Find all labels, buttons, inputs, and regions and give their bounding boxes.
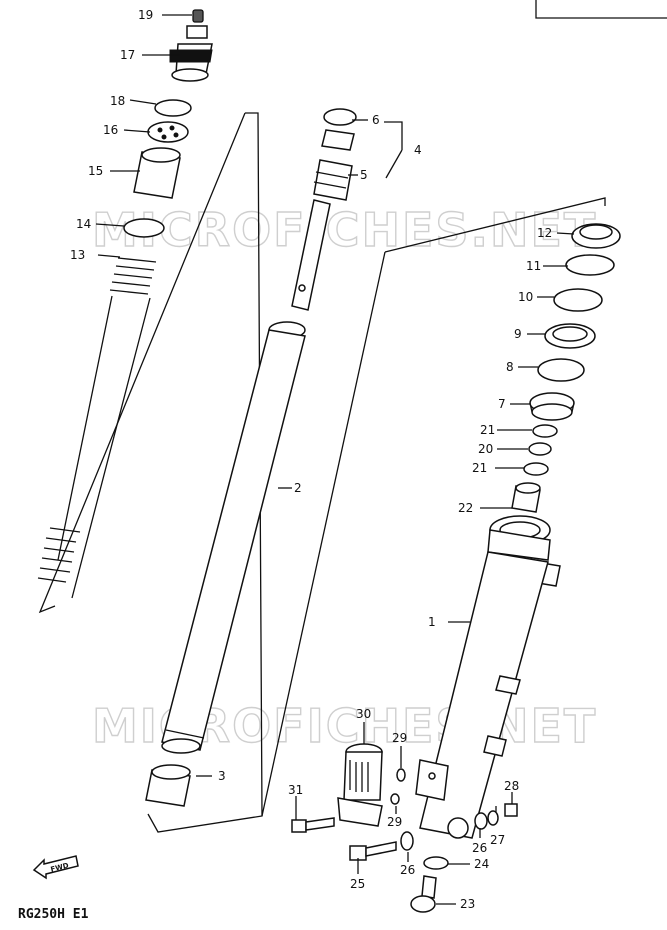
model-caption: RG250H E1 [18,907,89,922]
callout-21b: 21 [472,461,487,475]
callout-15: 15 [88,164,103,178]
callout-17: 17 [120,48,135,62]
leader-lines [95,14,575,905]
callout-4: 4 [414,143,422,157]
callout-29b: 29 [387,815,402,829]
part-29a-washer [396,768,406,782]
callout-28: 28 [504,779,519,793]
part-1-outer-tube [415,515,561,839]
part-16-plate [147,121,189,143]
part-15-spacer [133,147,181,199]
callout-21a: 21 [480,423,495,437]
part-23-bolt [410,875,437,913]
part-30-axle-holder [337,743,383,827]
part-2-inner-tube [161,321,306,754]
callout-12: 12 [537,226,552,240]
callout-23: 23 [460,897,475,911]
part-8-washer [537,358,585,382]
callout-25: 25 [350,877,365,891]
part-13-spring [37,257,157,599]
part-29b-washer [390,793,400,805]
part-31-bolt [291,817,335,833]
callout-11: 11 [526,259,541,273]
part-9-oil-seal [544,323,596,349]
part-24-gasket [423,856,449,870]
callout-3: 3 [218,769,226,783]
part-18-o-ring [154,99,192,117]
callout-27: 27 [490,833,505,847]
part-25-bolt [349,841,397,861]
callout-8: 8 [506,360,514,374]
part-11-circlip [565,254,615,276]
callout-16: 16 [103,123,118,137]
callout-24: 24 [474,857,489,871]
callout-29a: 29 [392,731,407,745]
callout-1: 1 [428,615,436,629]
callout-10: 10 [518,290,533,304]
group-outline-outer-tube-left [261,251,386,817]
part-22-cylinder-lock [511,482,541,513]
part-21a-washer [532,424,558,438]
part-7-guide-bush [529,392,575,421]
part-17-cap-valve [169,25,213,82]
callout-18: 18 [110,94,125,108]
watermark-top: MICROFICHES.NET [92,203,597,257]
part-20-washer [528,442,552,456]
callout-20: 20 [478,442,493,456]
part-26b-washer [474,812,488,830]
callout-2: 2 [294,481,302,495]
part-26a-washer [400,831,414,851]
part-3-bush [145,764,191,807]
group-outline-spring [38,112,246,614]
fwd-direction-badge: FWD [32,855,79,880]
callout-labels: 19 17 18 16 15 14 13 2 3 6 4 5 1 12 11 1… [70,8,552,911]
callout-19: 19 [138,8,153,22]
part-28-nut [504,803,518,817]
callout-30: 30 [356,707,371,721]
frame-corner [535,0,667,19]
callout-26a: 26 [400,863,415,877]
callout-5: 5 [360,168,368,182]
callout-14: 14 [76,217,91,231]
part-27-washer [487,810,499,826]
callout-13: 13 [70,248,85,262]
part-14-washer [123,218,165,238]
callout-31: 31 [288,783,303,797]
part-4-damper-rod [291,108,357,311]
part-21b-washer [523,462,549,476]
callout-6: 6 [372,113,380,127]
part-19-nut [192,9,204,23]
part-12-dust-seal [571,223,621,249]
callout-26b: 26 [472,841,487,855]
part-10-ring [553,288,603,312]
callout-22: 22 [458,501,473,515]
callout-9: 9 [514,327,522,341]
group-outline-outer-tube [384,197,606,253]
callout-7: 7 [498,397,506,411]
